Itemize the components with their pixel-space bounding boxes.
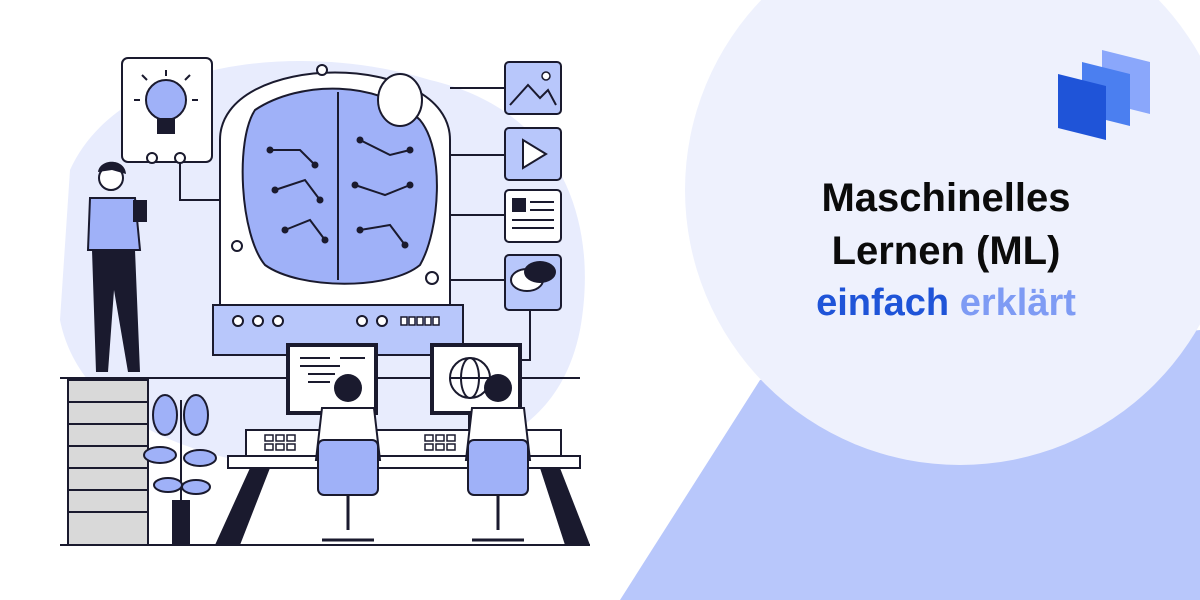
subtitle-word-einfach: einfach [816,281,950,324]
headline-line-1: Maschinelles [821,176,1071,220]
seated-person-left [314,374,382,542]
brain-icon [219,64,451,306]
headline: Maschinelles Lernen (ML) einfach erklärt [760,172,1132,328]
server-rack [67,379,149,546]
headline-line-2: Lernen (ML) [831,228,1061,273]
lightbulb-icon [121,57,222,201]
plant-icon [143,394,217,545]
standing-person [86,161,147,372]
monitor-left [286,343,378,430]
text-document-icon [504,189,562,243]
machine-learning-illustration [60,57,590,546]
seated-person-right [464,374,532,542]
play-icon [504,127,562,181]
chat-bubbles-icon [504,254,562,311]
logo-icon [1058,50,1150,140]
headline-subtitle: einfach erklärt [760,278,1132,328]
subtitle-word-erklaert: erklärt [959,281,1076,324]
image-icon [504,61,562,115]
